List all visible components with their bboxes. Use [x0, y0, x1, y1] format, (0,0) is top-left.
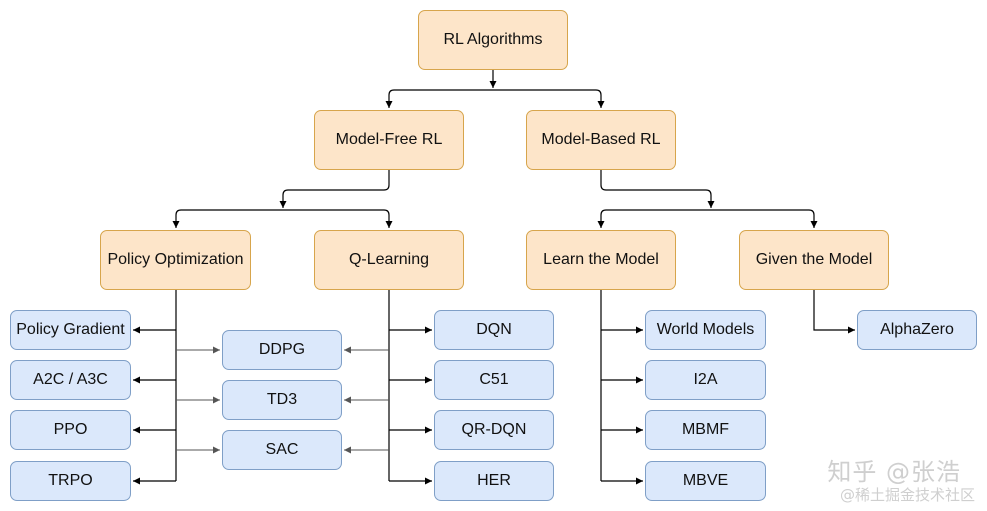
node-rl-algorithms: RL Algorithms [418, 10, 568, 70]
edge-model-based-stem [600, 170, 715, 208]
node-a2c-a3c: A2C / A3C [10, 360, 131, 400]
node-mbve: MBVE [645, 461, 766, 501]
node-world-models: World Models [645, 310, 766, 350]
edge-root-to-model-free [385, 89, 493, 108]
edge-to-q-learning [283, 209, 393, 228]
node-mbmf: MBMF [645, 410, 766, 450]
edge-root-to-model-based [493, 89, 605, 108]
node-td3: TD3 [222, 380, 342, 420]
node-ppo: PPO [10, 410, 131, 450]
edge-model-free-stem [279, 170, 390, 208]
watermark-sub: @稀土掘金技术社区 [839, 486, 975, 504]
edge-to-given-model [711, 209, 818, 228]
node-sac: SAC [222, 430, 342, 470]
node-q-learning: Q-Learning [314, 230, 464, 290]
node-learn-the-model: Learn the Model [526, 230, 676, 290]
node-qr-dqn: QR-DQN [434, 410, 554, 450]
watermark-main: 知乎 @张浩 [827, 458, 961, 486]
node-her: HER [434, 461, 554, 501]
edge-to-alphazero [813, 290, 855, 334]
node-ddpg: DDPG [222, 330, 342, 370]
node-policy-gradient: Policy Gradient [10, 310, 131, 350]
node-model-based-rl: Model-Based RL [526, 110, 676, 170]
node-dqn: DQN [434, 310, 554, 350]
node-given-the-model: Given the Model [739, 230, 889, 290]
node-i2a: I2A [645, 360, 766, 400]
edge-to-learn-model [597, 209, 711, 228]
edge-to-policy-optimization [172, 209, 283, 228]
node-trpo: TRPO [10, 461, 131, 501]
node-model-free-rl: Model-Free RL [314, 110, 464, 170]
node-policy-optimization: Policy Optimization [100, 230, 251, 290]
node-c51: C51 [434, 360, 554, 400]
node-alphazero: AlphaZero [857, 310, 977, 350]
